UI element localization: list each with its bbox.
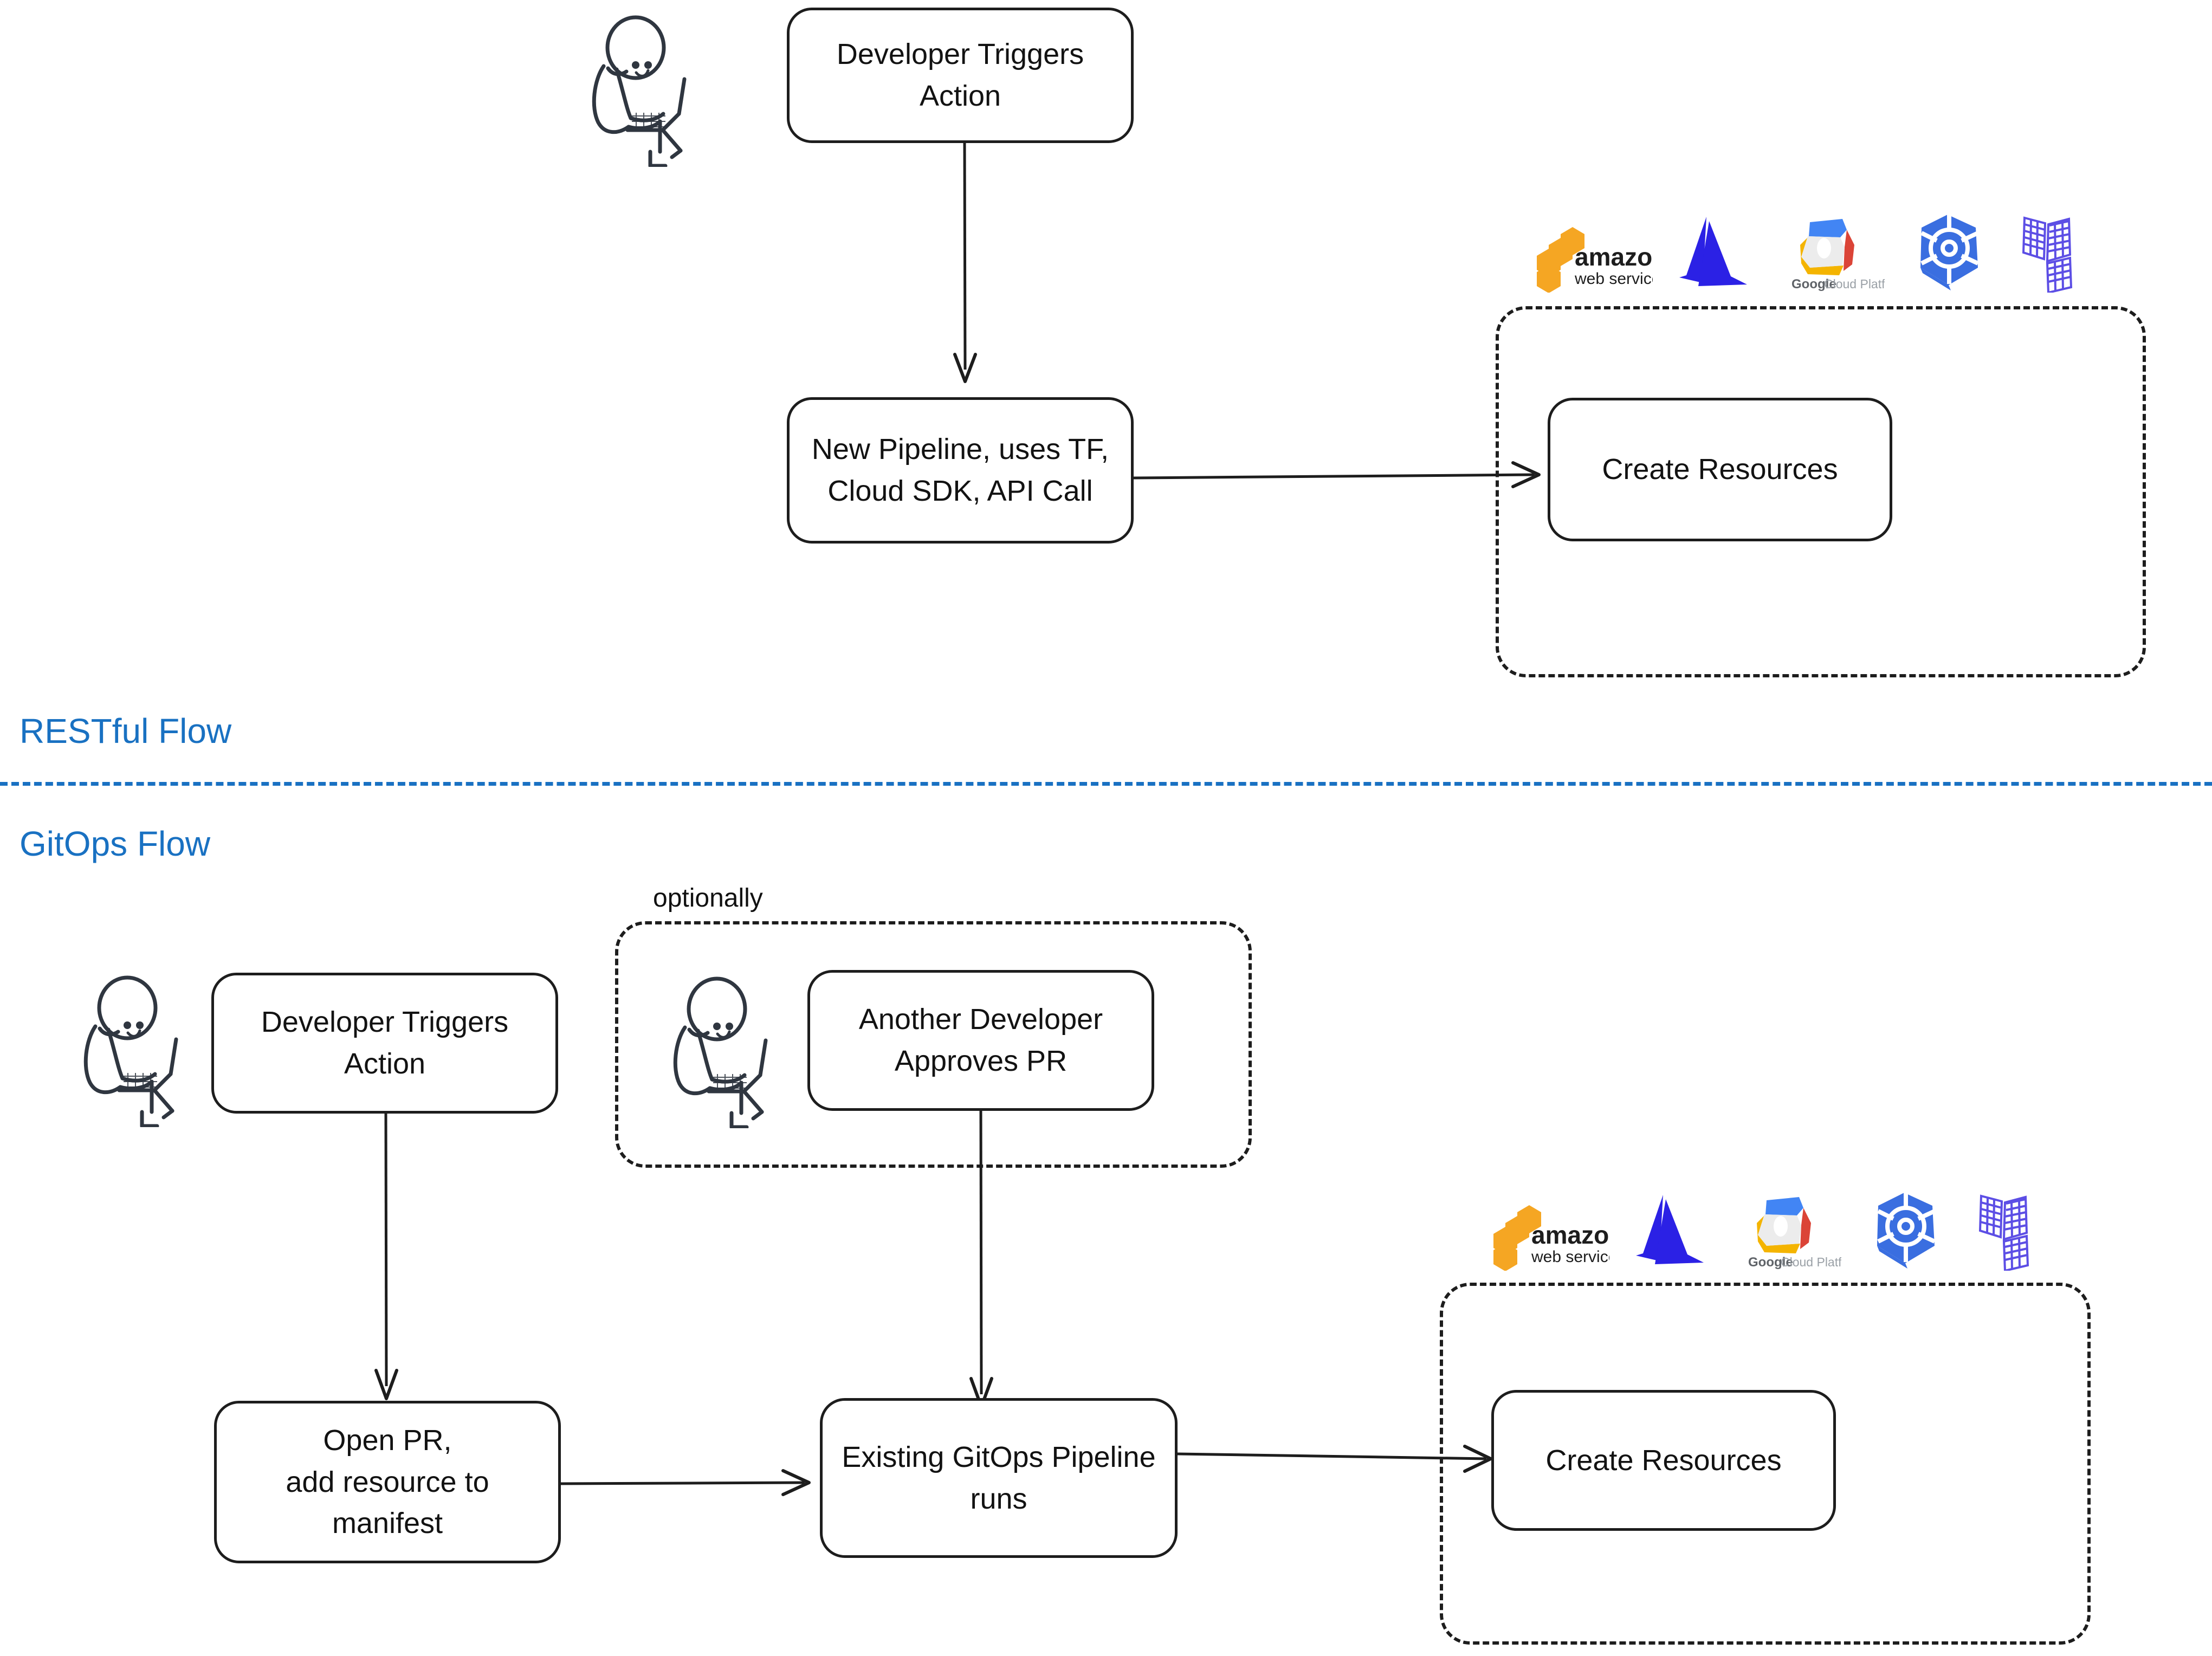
section-title-gitops: GitOps Flow bbox=[20, 824, 211, 863]
developer-stick-figure bbox=[592, 15, 687, 167]
developer-stick-figure-gitops bbox=[83, 975, 178, 1127]
edge-pipeline-to-create-resources bbox=[1133, 461, 1541, 488]
gcp-label-word2: Cloud Platform bbox=[1824, 277, 1885, 291]
node-existing-gitops-pipeline[interactable]: Existing GitOps Pipeline runs bbox=[820, 1398, 1178, 1558]
cloud-logo-row-gitops: amazon web services Google Cloud Platfor… bbox=[1474, 1189, 2052, 1271]
gcp-logo: Google Cloud Platform bbox=[1776, 211, 1885, 293]
gcp-label-word1: Google bbox=[1791, 277, 1836, 292]
reviewer-stick-figure bbox=[673, 976, 768, 1128]
kubernetes-logo-gitops bbox=[1865, 1189, 1946, 1271]
node-create-resources-restful[interactable]: Create Resources bbox=[1548, 398, 1892, 541]
terraform-logo-gitops bbox=[1970, 1189, 2052, 1271]
edge-approval-to-gitops-pipeline bbox=[969, 1109, 993, 1408]
edge-dev-to-open-pr bbox=[374, 1112, 398, 1400]
edge-open-pr-to-pipeline bbox=[560, 1469, 811, 1496]
node-create-resources-gitops[interactable]: Create Resources bbox=[1491, 1390, 1836, 1531]
gcp-label-word2-gitops: Cloud Platform bbox=[1781, 1255, 1841, 1269]
aws-logo: amazon web services bbox=[1517, 211, 1653, 293]
node-open-pr[interactable]: Open PR, add resource to manifest bbox=[214, 1401, 561, 1563]
optional-approval-boundary bbox=[615, 921, 1252, 1168]
edge-pipeline-to-create-resources-gitops bbox=[1177, 1445, 1492, 1473]
aws-label-line2: web services bbox=[1574, 270, 1653, 288]
node-developer-triggers-action[interactable]: Developer Triggers Action bbox=[787, 8, 1134, 143]
aws-label-line1-gitops: amazon bbox=[1531, 1221, 1609, 1249]
aws-label-line1: amazon bbox=[1575, 243, 1653, 271]
cloud-boundary-restful bbox=[1496, 306, 2146, 677]
node-developer-triggers-action-gitops[interactable]: Developer Triggers Action bbox=[211, 973, 558, 1114]
cloud-boundary-gitops bbox=[1440, 1283, 2091, 1645]
gcp-label-word1-gitops: Google bbox=[1748, 1255, 1793, 1270]
cloud-logo-row-restful: amazon web services Google Cloud Plat bbox=[1517, 211, 2095, 293]
terraform-logo bbox=[2014, 211, 2095, 293]
gcp-logo-gitops: Google Cloud Platform bbox=[1733, 1189, 1841, 1271]
node-another-developer-approves-pr[interactable]: Another Developer Approves PR bbox=[807, 970, 1154, 1111]
section-title-restful: RESTful Flow bbox=[20, 711, 232, 751]
kubernetes-logo bbox=[1909, 211, 1990, 293]
node-new-pipeline[interactable]: New Pipeline, uses TF, Cloud SDK, API Ca… bbox=[787, 397, 1134, 544]
azure-logo bbox=[1677, 211, 1752, 293]
edge-dev-to-pipeline bbox=[953, 141, 977, 383]
aws-label-line2-gitops: web services bbox=[1531, 1248, 1609, 1266]
aws-logo-gitops: amazon web services bbox=[1474, 1189, 1609, 1271]
flow-divider bbox=[0, 782, 2212, 786]
azure-logo-gitops bbox=[1633, 1189, 1709, 1271]
optionally-label: optionally bbox=[653, 884, 763, 913]
